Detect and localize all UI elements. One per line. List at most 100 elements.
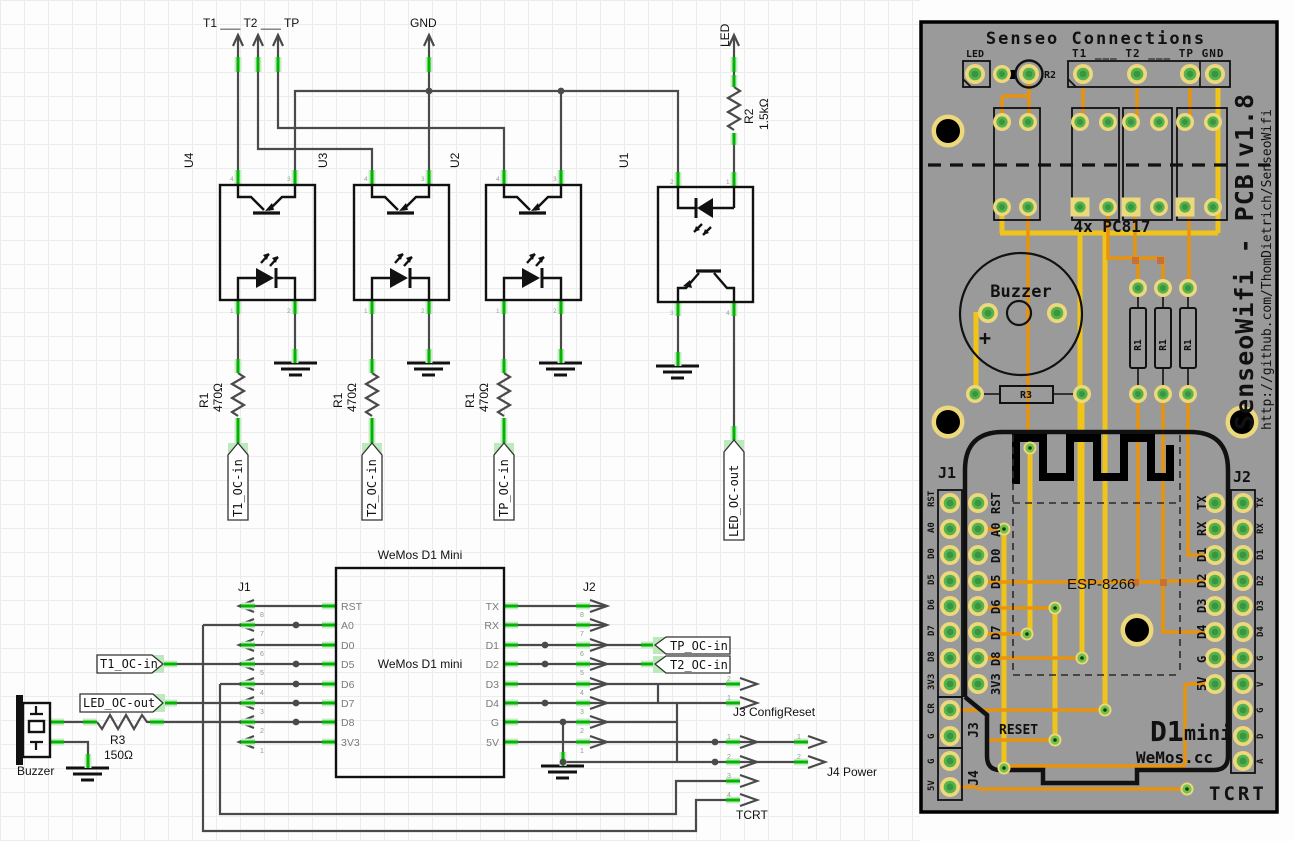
svg-text:D: D [1256, 733, 1266, 739]
svg-text:1: 1 [230, 308, 234, 315]
svg-text:4: 4 [496, 176, 500, 183]
schematic-wires [50, 32, 829, 833]
svg-text:D8: D8 [341, 717, 355, 729]
port-led[interactable]: LED [718, 23, 732, 47]
flag-led-oc-out-top[interactable]: LED_OC-out [723, 438, 745, 541]
pcb-j2-label: J2 [1233, 468, 1251, 486]
svg-text:D5: D5 [927, 574, 937, 585]
svg-text:D1: D1 [486, 640, 500, 652]
svg-text:D0: D0 [989, 549, 1003, 563]
tcrt-label[interactable]: TCRT [736, 808, 768, 822]
pcb-right-outer-pins: TX RX D1 D2 D3 D4 G V G D A [1256, 497, 1266, 764]
j4-label[interactable]: J4 Power [827, 765, 877, 779]
optocoupler-u1[interactable] [656, 185, 755, 304]
svg-text:TX: TX [1256, 497, 1266, 508]
r1a-ref[interactable]: R1 [197, 392, 211, 408]
svg-text:5: 5 [260, 670, 264, 677]
svg-text:D5: D5 [341, 659, 355, 671]
buzzer-label[interactable]: Buzzer [17, 764, 54, 778]
wemos-inner-label: WeMos D1 mini [378, 657, 462, 671]
svg-text:3: 3 [260, 709, 264, 716]
pcb-left-outer-pins: RST A0 D0 D5 D6 D7 D8 3V3 CR G G 5V [927, 490, 937, 791]
optocoupler-u2[interactable] [484, 183, 583, 302]
wemos-left-pin-names: RST A0 D0 D5 D6 D7 D8 3V3 [341, 601, 363, 749]
svg-text:4: 4 [364, 176, 368, 183]
optocoupler-u3[interactable] [352, 183, 451, 302]
flag-t1-oc-in-top[interactable]: T1_OC-in [227, 441, 249, 521]
svg-text:A: A [1256, 758, 1266, 764]
wemos-title: WeMos D1 Mini [378, 548, 462, 562]
svg-text:1: 1 [727, 695, 731, 702]
pcb-j3-label: J3 [967, 722, 982, 738]
pin-highlights [50, 57, 808, 804]
flag-tp-oc-in-right[interactable]: TP_OC-in [653, 636, 731, 655]
svg-text:D8: D8 [989, 652, 1003, 666]
svg-text:3: 3 [421, 176, 425, 183]
svg-text:3V3: 3V3 [927, 674, 937, 690]
svg-text:5V: 5V [486, 737, 499, 749]
pcb-j1-label: J1 [938, 464, 956, 482]
r1a-value: 470Ω [211, 383, 225, 412]
opto-pin-numbers: 4 3 1 2 4 3 1 2 4 3 1 2 2 1 3 4 [230, 176, 730, 317]
svg-text:RST: RST [927, 490, 937, 507]
svg-text:3: 3 [727, 773, 731, 780]
svg-text:D6: D6 [927, 599, 937, 610]
j3-label[interactable]: J3 ConfigReset [733, 705, 816, 719]
flag-tp-oc-in-top[interactable]: TP_OC-in [493, 441, 515, 521]
flag-t2-oc-in-right[interactable]: T2_OC-in [653, 655, 731, 674]
svg-text:5V: 5V [1195, 677, 1209, 691]
flag-led-oc-out-left[interactable]: LED_OC-out [79, 693, 165, 713]
svg-text:6: 6 [260, 651, 264, 658]
flag-t2-oc-in-label: T2_OC-in [365, 459, 379, 517]
svg-text:4: 4 [260, 690, 264, 697]
pcb-mini-label: mini [1184, 721, 1232, 745]
svg-text:4: 4 [726, 310, 730, 317]
svg-text:D4: D4 [486, 698, 500, 710]
connector-pin-numbers: 8 7 6 5 4 3 2 1 8 7 6 5 4 3 2 1 2 1 1 2 … [260, 612, 801, 799]
svg-text:1: 1 [580, 748, 584, 755]
svg-text:D0: D0 [927, 548, 937, 559]
svg-text:3V3: 3V3 [341, 737, 360, 749]
flag-tp-right-label: TP_OC-in [670, 639, 728, 653]
svg-text:1: 1 [364, 308, 368, 315]
pcb-side-url: http://github.com/ThomDietrich/SenseoWif… [1260, 109, 1275, 430]
svg-text:3: 3 [580, 709, 584, 716]
svg-text:8: 8 [260, 612, 264, 619]
r1b-ref[interactable]: R1 [331, 392, 345, 408]
svg-text:RST: RST [341, 601, 363, 613]
svg-text:D6: D6 [989, 600, 1003, 614]
svg-text:D7: D7 [989, 626, 1003, 640]
r1c-ref[interactable]: R1 [463, 392, 477, 408]
flag-t1-oc-in-left[interactable]: T1_OC-in [96, 654, 165, 674]
buzzer-symbol[interactable] [16, 695, 52, 765]
j2-ref[interactable]: J2 [583, 580, 596, 594]
svg-text:G: G [1256, 656, 1266, 661]
pcb-buzzer-plus: + [979, 326, 991, 350]
u1-ref[interactable]: U1 [617, 152, 631, 168]
u4-ref[interactable]: U4 [182, 152, 196, 168]
junction-dots [292, 87, 719, 766]
wemos-d1-mini-symbol[interactable] [334, 566, 506, 779]
svg-text:3: 3 [670, 310, 674, 317]
flag-t1-left-label: T1_OC-in [100, 657, 158, 671]
pcb-d1-label: D1 [1150, 715, 1184, 748]
svg-text:D2: D2 [486, 659, 500, 671]
pcb-reset-label: RESET [999, 723, 1038, 738]
r2-ref[interactable]: R2 [742, 108, 756, 124]
flag-t2-oc-in-top[interactable]: T2_OC-in [361, 441, 383, 521]
u2-ref[interactable]: U2 [448, 152, 462, 168]
j1-ref[interactable]: J1 [238, 580, 251, 594]
r3-ref[interactable]: R3 [110, 733, 126, 747]
svg-text:7: 7 [580, 631, 584, 638]
pcb-wemoscc-label: WeMos.cc [1136, 748, 1213, 767]
port-t1-t2-tp[interactable]: T1 ___ T2 ___ TP [203, 16, 299, 30]
wemos-right-pin-names: TX RX D1 D2 D3 D4 G 5V [484, 601, 499, 749]
svg-text:2: 2 [421, 308, 425, 315]
svg-text:D4: D4 [1195, 625, 1209, 639]
pcb-board[interactable] [919, 20, 1279, 814]
svg-text:TX: TX [486, 601, 499, 613]
port-gnd[interactable]: GND [410, 16, 437, 30]
optocoupler-u4[interactable] [218, 183, 317, 302]
u3-ref[interactable]: U3 [316, 152, 330, 168]
svg-text:V: V [1256, 681, 1266, 687]
